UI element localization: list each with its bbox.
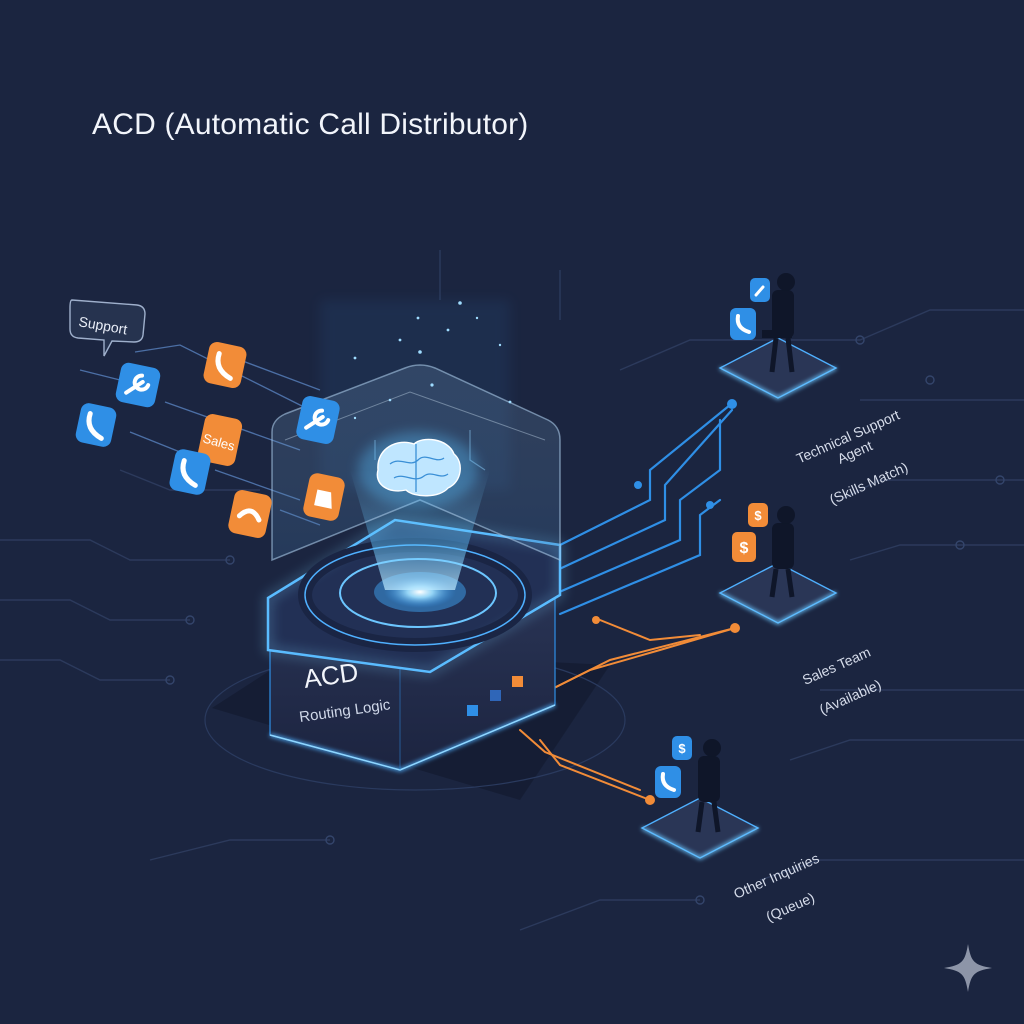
dollar-icon: $ [672, 736, 692, 760]
svg-text:$: $ [678, 741, 686, 756]
support-tag [69, 299, 146, 357]
status-square-blue [467, 705, 478, 716]
brain-icon [358, 432, 478, 508]
page-title: ACD (Automatic Call Distributor) [92, 108, 529, 141]
status-square-orange [512, 676, 523, 687]
sparkle-icon [944, 944, 992, 992]
destination-sales-name: Sales Team [799, 643, 873, 688]
sales-tag [197, 414, 243, 466]
routing-nodes-blue [634, 399, 737, 509]
wrench-icon [296, 396, 340, 444]
dollar-icon: $ [732, 532, 756, 562]
phone-icon [730, 308, 756, 340]
agent-station-sales: $ $ [718, 503, 838, 625]
phone-icon [203, 341, 247, 389]
phone-icon [169, 449, 211, 495]
incoming-call-icons [69, 299, 345, 538]
agent-station-tech [718, 273, 838, 400]
background-circuit-lines [0, 250, 1024, 931]
status-square-navy [490, 690, 501, 701]
svg-text:$: $ [740, 540, 749, 557]
handset-icon [303, 473, 345, 521]
particles [353, 301, 512, 420]
phone-icon [228, 490, 272, 538]
wrench-icon [115, 362, 161, 408]
phone-icon [75, 403, 117, 447]
dollar-icon: $ [748, 503, 768, 527]
agent-station-other: $ [640, 736, 760, 860]
background-circuit-nodes [165, 335, 1005, 905]
routing-lines-blue [528, 403, 734, 616]
svg-text:$: $ [754, 508, 762, 523]
phone-icon [655, 766, 681, 798]
wrench-icon [750, 278, 770, 302]
